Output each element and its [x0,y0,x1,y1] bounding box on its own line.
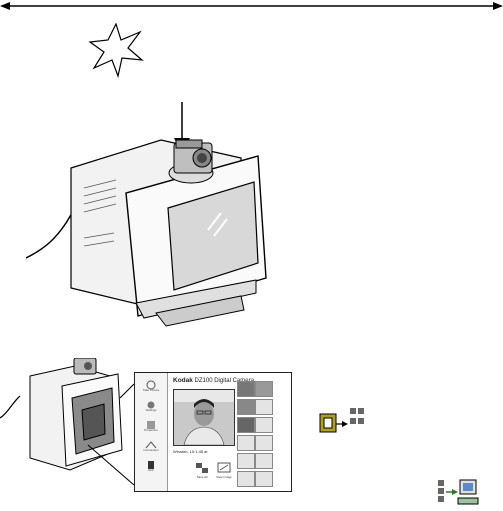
thumbnail[interactable] [255,399,273,415]
view-image-icon [217,461,231,475]
small-monitor [0,358,140,478]
thumbnail[interactable] [255,435,273,451]
person-photo [174,390,234,445]
thumbnail[interactable] [237,399,255,415]
thumbnail[interactable] [255,417,273,433]
view-image-button[interactable]: View image [217,461,231,481]
thumbnail[interactable] [237,381,255,397]
thumbnail-grid [237,381,289,489]
thumbnail[interactable] [237,453,255,469]
brand-name: Kodak [173,377,193,384]
thumbnail[interactable] [237,417,255,433]
sidebar-item-connection[interactable]: Connection [138,437,164,453]
attention-burst-icon [88,22,144,78]
camera-to-document-icon [318,406,370,438]
camera-to-computer-icon [436,478,480,508]
sidebar-item-properties[interactable]: Properties [138,417,164,433]
photo-preview[interactable] [173,389,235,446]
thumbnail[interactable] [255,453,273,469]
thumbnail[interactable] [255,471,273,487]
sidebar-item-take-picture[interactable]: Take Picture [138,377,164,393]
camera-software-window: Take Picture Settings Properties Connect… [134,372,292,492]
window-sidebar: Take Picture Settings Properties Connect… [135,373,168,491]
thumbnail[interactable] [255,381,273,397]
photo-caption: Winston, 10:1:45 at [173,449,207,454]
save-all-button[interactable]: Save All [195,461,209,481]
top-rule [0,0,503,14]
thumbnail[interactable] [237,435,255,451]
sidebar-item-settings[interactable]: Settings [138,397,164,413]
thumbnail[interactable] [237,471,255,487]
monitor-with-camera [26,118,276,333]
sidebar-item-exit[interactable]: Exit [138,457,164,473]
save-all-icon [195,461,209,475]
